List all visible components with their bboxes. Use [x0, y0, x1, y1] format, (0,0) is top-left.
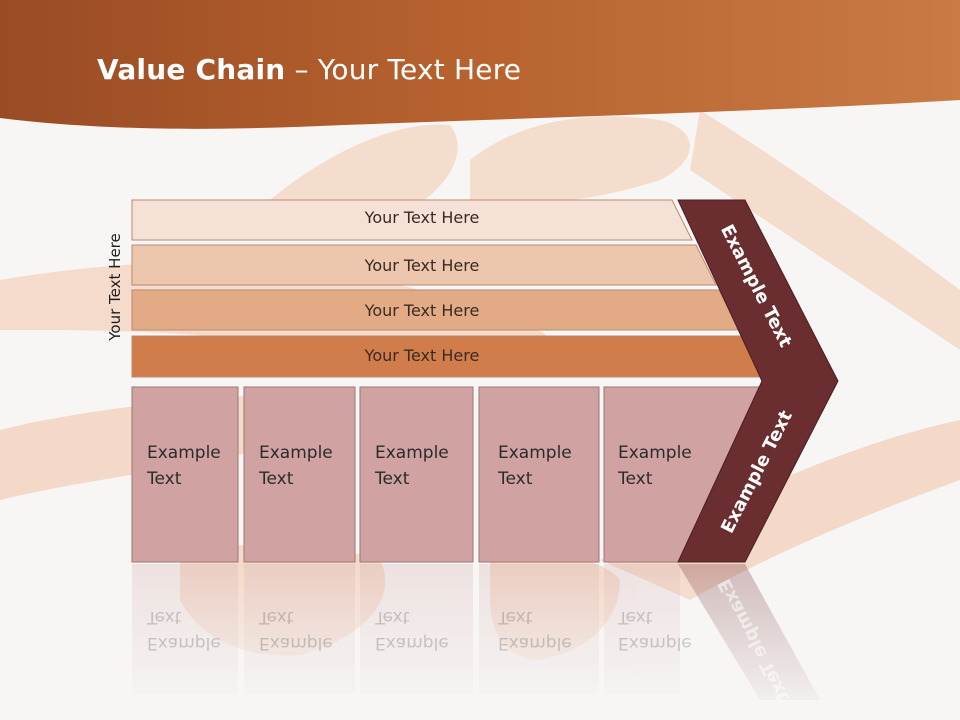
cell-4-line1: Example [498, 443, 572, 463]
cell-text-1: Example Text [147, 440, 221, 492]
title-bold: Value Chain [97, 53, 286, 86]
cell-3-line2: Text [375, 469, 410, 489]
cell-reflection-4-line2: Text [498, 607, 533, 627]
cell-reflection-5-line2: Text [618, 607, 653, 627]
cell-shape-3 [359, 386, 474, 563]
cell-shape-4 [478, 386, 600, 563]
cell-2-line1: Example [259, 443, 333, 463]
cell-text-4: Example Text [498, 440, 572, 492]
cell-reflection-3-line1: Example [375, 633, 449, 653]
cell-text-3: Example Text [375, 440, 449, 492]
cell-5-line1: Example [618, 443, 692, 463]
page-title: Value Chain – Your Text Here [97, 53, 521, 86]
cell-reflection-2-line2: Text [259, 607, 294, 627]
cell-1-line1: Example [147, 443, 221, 463]
cell-reflection-1-line2: Text [147, 607, 182, 627]
cell-reflection-2-line1: Example [259, 633, 333, 653]
cell-3-line1: Example [375, 443, 449, 463]
row-label-1: Your Text Here [364, 208, 480, 227]
side-label: Your Text Here [106, 233, 124, 341]
cell-reflection-3: Example Text [375, 604, 449, 656]
cell-1-line2: Text [147, 469, 182, 489]
cell-5-line2: Text [618, 469, 653, 489]
cell-reflection-1: Example Text [147, 604, 221, 656]
cell-4-line2: Text [498, 469, 533, 489]
cell-reflection-1-line1: Example [147, 633, 221, 653]
cell-reflection-2: Example Text [259, 604, 333, 656]
chevron-shape [677, 199, 839, 563]
row-shape-1 [131, 199, 693, 241]
cell-reflection-3-line2: Text [375, 607, 410, 627]
row-label-4: Your Text Here [364, 346, 480, 365]
cell-2-line2: Text [259, 469, 294, 489]
cell-reflection-4-line1: Example [498, 633, 572, 653]
row-shape-2 [131, 244, 717, 286]
cell-reflection-5-line1: Example [618, 633, 692, 653]
cell-text-5: Example Text [618, 440, 692, 492]
cell-shape-2 [243, 386, 356, 563]
row-label-2: Your Text Here [364, 256, 480, 275]
cell-reflection-5: Example Text [618, 604, 692, 656]
cell-shape-1 [131, 386, 239, 563]
header-band [0, 0, 960, 129]
title-rest: – Your Text Here [285, 53, 522, 86]
row-label-3: Your Text Here [364, 301, 480, 320]
cell-text-2: Example Text [259, 440, 333, 492]
cell-reflection-4: Example Text [498, 604, 572, 656]
